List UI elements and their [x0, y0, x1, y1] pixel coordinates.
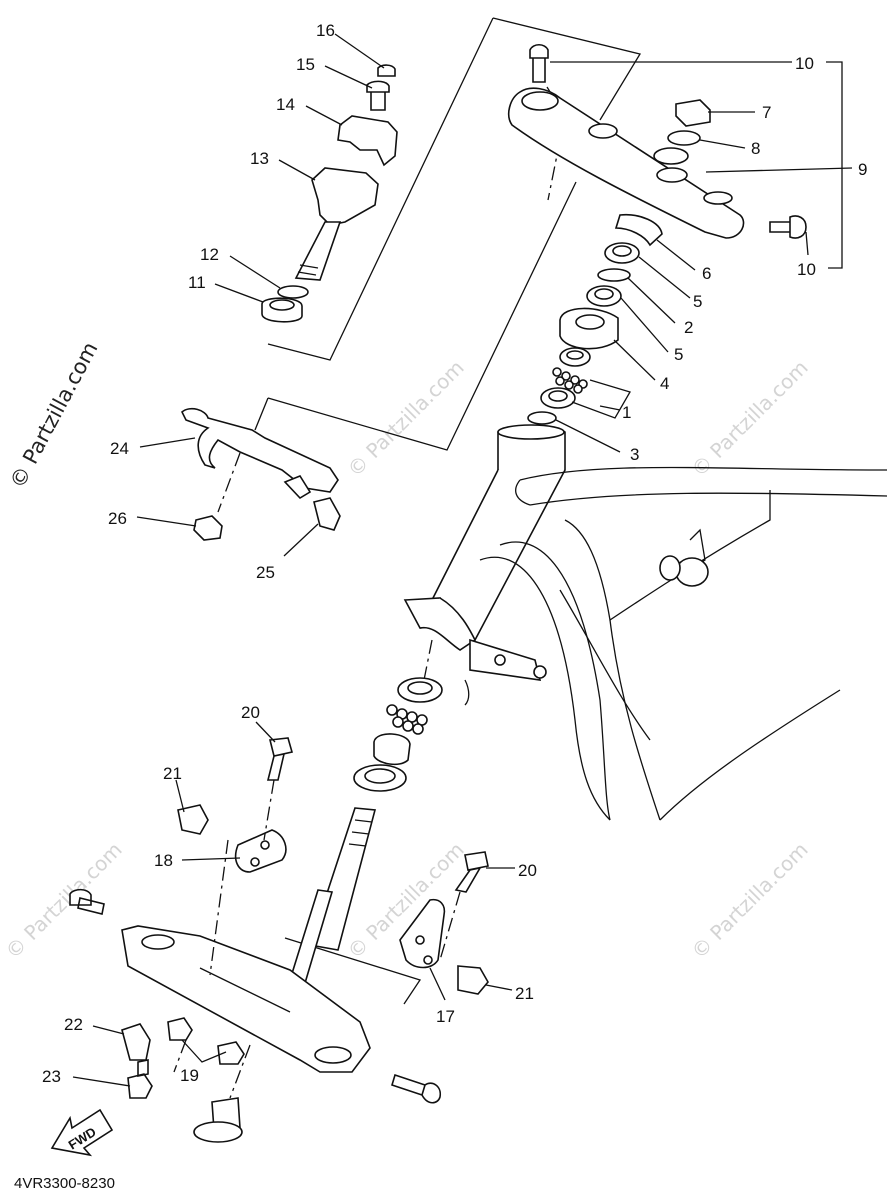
washer-icon — [667, 130, 701, 146]
clip-icon — [457, 965, 489, 995]
label-14: 14 — [276, 95, 295, 114]
clamp-icon — [121, 1023, 151, 1061]
lock-washer-icon — [614, 213, 663, 247]
washer-icon — [597, 268, 631, 282]
label-2: 2 — [684, 318, 693, 337]
watermark: © Partzilla.com — [1, 837, 127, 963]
label-5: 5 — [674, 345, 683, 364]
label-23: 23 — [42, 1067, 61, 1086]
upper-bracket — [508, 87, 745, 239]
fwd-arrow-icon: FWD — [50, 1108, 114, 1157]
lower-bracket-icon — [121, 925, 371, 1073]
label-10: 10 — [797, 260, 816, 279]
clip-icon — [177, 804, 209, 835]
washer-icon — [277, 285, 309, 299]
nut-icon — [193, 515, 223, 541]
label-20: 20 — [518, 861, 537, 880]
diagram-code: 4VR3300-8230 — [14, 1175, 115, 1192]
leader-lines — [72, 33, 853, 1087]
watermark: © Partzilla.com — [687, 837, 813, 963]
label-24: 24 — [110, 439, 129, 458]
cable-guide-bracket-icon — [181, 407, 339, 493]
label-16: 16 — [316, 21, 335, 40]
upper-holder-icon — [337, 115, 398, 167]
label-22: 22 — [64, 1015, 83, 1034]
label-15: 15 — [296, 55, 315, 74]
steering-stem — [283, 807, 377, 1001]
label-4: 4 — [660, 374, 669, 393]
stay-bracket-icon — [234, 829, 287, 873]
nut-icon — [675, 99, 711, 127]
label-11: 11 — [188, 273, 206, 292]
watermark-side: © Partzilla.com — [5, 338, 102, 492]
group-boundary-lines — [231, 17, 642, 1023]
bolt-icon — [127, 1059, 153, 1099]
label-18: 18 — [154, 851, 173, 870]
collar-icon — [217, 1041, 245, 1065]
ball-bearings-icon — [552, 367, 588, 394]
label-21: 21 — [163, 764, 182, 783]
steering-axis-line — [421, 639, 433, 691]
stay-bracket-icon — [399, 898, 446, 969]
label-13: 13 — [250, 149, 269, 168]
bolt-icon — [391, 1073, 442, 1104]
watermark: © Partzilla.com — [343, 355, 469, 481]
label-25: 25 — [256, 563, 275, 582]
bolt-icon — [69, 888, 105, 915]
label-1: 1 — [622, 403, 631, 422]
label-12: 12 — [200, 245, 219, 264]
collar-icon — [167, 1017, 193, 1041]
watermarks: © Partzilla.com © Partzilla.com © Partzi… — [1, 338, 813, 964]
label-26: 26 — [108, 509, 127, 528]
label-6: 6 — [702, 264, 711, 283]
label-7: 7 — [762, 103, 771, 122]
bolt-icon — [366, 80, 390, 111]
washer-icon — [527, 411, 557, 425]
bearing-race-icon — [373, 733, 411, 766]
lower-holder-icon — [311, 167, 379, 226]
label-21: 21 — [515, 984, 534, 1003]
watermark: © Partzilla.com — [687, 355, 813, 481]
label-19: 19 — [180, 1066, 199, 1085]
ball-bearings-icon — [386, 704, 428, 735]
bolt-icon — [377, 64, 396, 77]
clamp-icon — [313, 497, 341, 531]
label-9: 9 — [858, 160, 867, 179]
bolt-icon — [266, 737, 294, 781]
label-20: 20 — [241, 703, 260, 722]
label-8: 8 — [751, 139, 760, 158]
label-3: 3 — [630, 445, 639, 464]
bolt-icon — [529, 43, 549, 83]
bolt-icon — [454, 851, 489, 893]
label-5: 5 — [693, 292, 702, 311]
label-10: 10 — [795, 54, 814, 73]
bolt-icon — [769, 215, 807, 239]
part-labels: 1 2 3 4 5 5 6 7 8 9 10 10 11 12 13 14 15… — [42, 21, 867, 1086]
label-17: 17 — [436, 1007, 455, 1026]
frame — [403, 424, 887, 821]
